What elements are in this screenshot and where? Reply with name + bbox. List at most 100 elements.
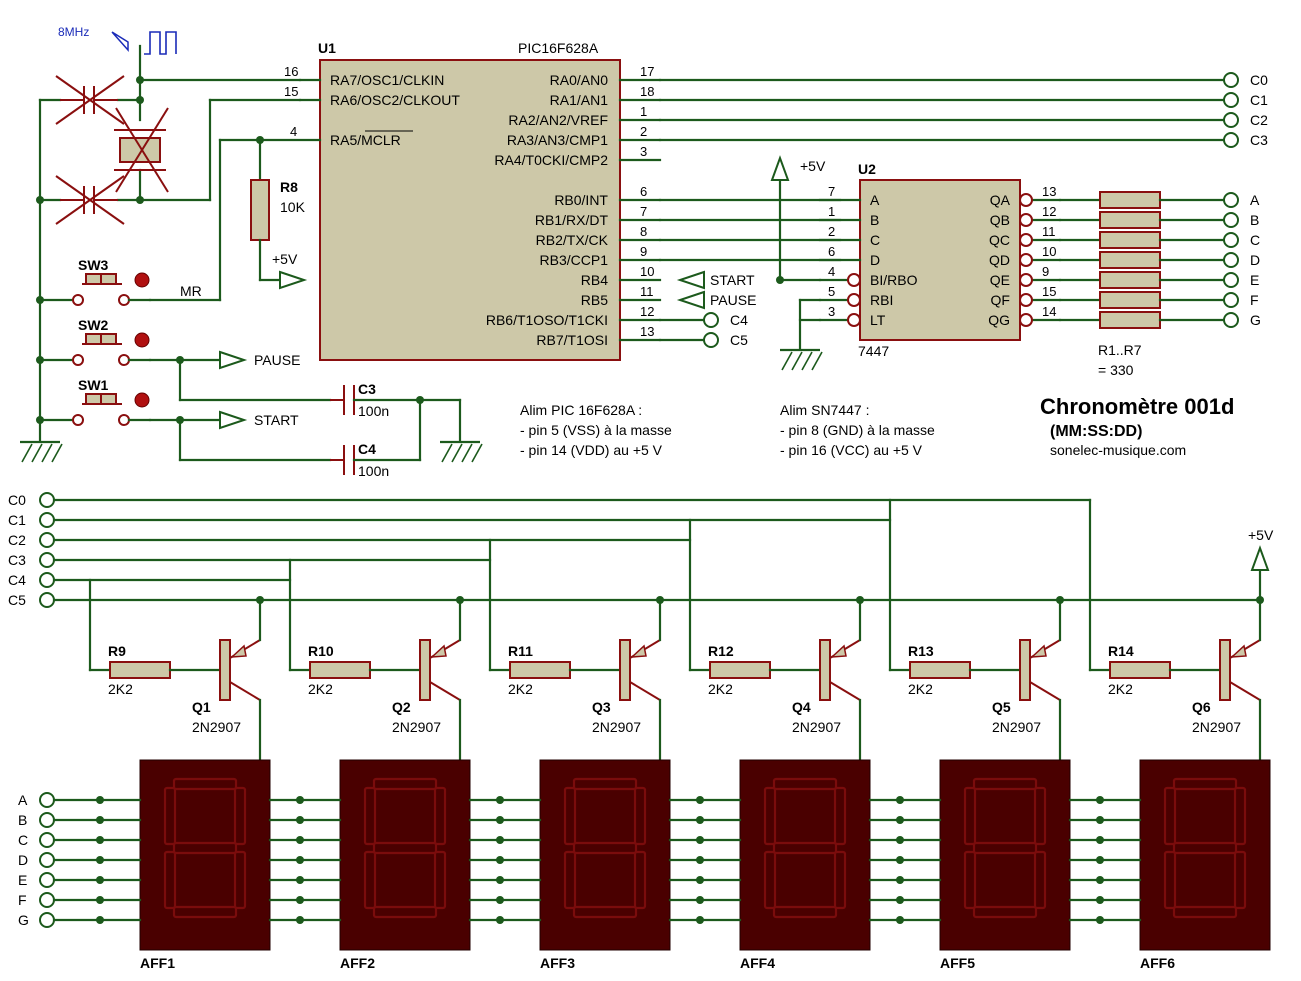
transistor-base xyxy=(819,639,831,701)
display-segment xyxy=(772,777,838,791)
terminal xyxy=(1223,272,1239,288)
u2-pin-num: 1 xyxy=(828,204,835,219)
r8-supply-label: +5V xyxy=(272,251,298,267)
terminal xyxy=(39,512,55,528)
resistor xyxy=(1099,251,1161,269)
display-segment xyxy=(972,777,1038,791)
u1-pin-num: 4 xyxy=(290,124,297,139)
resistor-ref: R13 xyxy=(908,643,934,659)
resistor xyxy=(1099,291,1161,309)
u1-pin-name: RB4 xyxy=(581,272,608,288)
oscillator-network xyxy=(38,44,302,225)
u2-pin-name: C xyxy=(870,232,880,248)
terminal xyxy=(39,532,55,548)
display-segment xyxy=(572,777,638,791)
junction xyxy=(1096,836,1104,844)
debounce-caps: C3 100n C4 100n xyxy=(330,381,483,479)
c3-ref: C3 xyxy=(358,381,376,397)
switch-contact xyxy=(72,414,84,426)
junction xyxy=(696,816,704,824)
col-net-label: C1 xyxy=(1250,92,1268,108)
transistor-ref: Q1 xyxy=(192,699,211,715)
inverter-bubble xyxy=(1019,313,1033,327)
display-segment xyxy=(1233,850,1247,910)
display-segment xyxy=(763,786,777,846)
u1-pin-name: RB2/TX/CK xyxy=(536,232,609,248)
junction xyxy=(256,596,264,604)
transistor-type: 2N2907 xyxy=(1192,719,1241,735)
terminal xyxy=(39,812,55,828)
rb4-net-label: START xyxy=(710,272,755,288)
terminal xyxy=(703,332,719,348)
transistor-type: 2N2907 xyxy=(192,719,241,735)
seg-net-label: F xyxy=(18,892,27,908)
seg-net-label: E xyxy=(1250,272,1259,288)
junction xyxy=(296,876,304,884)
terminal xyxy=(703,312,719,328)
transistor-collector xyxy=(1229,681,1261,701)
terminal xyxy=(39,832,55,848)
supply-arrow xyxy=(1250,545,1270,571)
u1-right-pins: 17RA0/AN018RA1/AN11RA2/AN2/VREF2RA3/AN3/… xyxy=(486,64,1268,348)
u1-pin-name: RA3/AN3/CMP1 xyxy=(507,132,608,148)
inverter-bubble xyxy=(847,293,861,307)
resistor xyxy=(1099,271,1161,289)
display-segment xyxy=(433,850,447,910)
junction xyxy=(96,816,104,824)
seg-net-label: G xyxy=(18,912,29,928)
emitter-arrow xyxy=(229,644,247,658)
clock-frequency-label: 8MHz xyxy=(58,25,89,39)
terminal xyxy=(39,552,55,568)
junction xyxy=(696,876,704,884)
mclr-network: +5V R8 10K MR xyxy=(148,136,308,302)
transistor-type: 2N2907 xyxy=(392,719,441,735)
junction xyxy=(96,796,104,804)
rb5-net-label: PAUSE xyxy=(710,292,756,308)
u2-7447: U2 7447 7A13QA1B12QB2C11QC6D10QD4BI/RBO9… xyxy=(770,155,1062,371)
transistor-base xyxy=(219,639,231,701)
junction xyxy=(696,916,704,924)
display-segment xyxy=(563,786,577,846)
resistor-value: 2K2 xyxy=(508,681,533,697)
switch-contact xyxy=(72,354,84,366)
clock-source: 8MHz xyxy=(58,25,177,55)
junction xyxy=(496,836,504,844)
junction xyxy=(856,596,864,604)
terminal xyxy=(1223,312,1239,328)
mr-net-label: MR xyxy=(180,283,202,299)
switch-indicator xyxy=(134,272,150,288)
seg-net-label: F xyxy=(1250,292,1259,308)
switch-contact xyxy=(118,414,130,426)
transistor-type: 2N2907 xyxy=(792,719,841,735)
inverter-bubble xyxy=(1019,193,1033,207)
transistor-collector xyxy=(629,681,661,701)
base-resistor xyxy=(1109,661,1171,679)
u2-pin-num: 2 xyxy=(828,224,835,239)
u1-pin-name: RB1/RX/DT xyxy=(535,212,609,228)
u1-pin-name: RA4/T0CKI/CMP2 xyxy=(494,152,608,168)
col-net-label: C4 xyxy=(730,312,748,328)
note-line: - pin 8 (GND) à la masse xyxy=(780,422,935,438)
junction xyxy=(656,596,664,604)
emitter-arrow xyxy=(829,644,847,658)
display-segment xyxy=(1233,786,1247,846)
switch-indicator xyxy=(134,392,150,408)
u2-pin-num: 11 xyxy=(1042,224,1056,239)
junction xyxy=(696,836,704,844)
transistor-collector xyxy=(1029,681,1061,701)
u2-pin-num: 3 xyxy=(828,304,835,319)
u2-pin-name: QA xyxy=(990,192,1011,208)
seven-seg-display xyxy=(339,759,471,951)
switch-sw2: SW2 xyxy=(38,317,152,366)
display-segment xyxy=(163,850,177,910)
terminal xyxy=(1223,192,1239,208)
u1-pin-name: RA5/MCLR xyxy=(330,132,401,148)
col-net-label: C5 xyxy=(730,332,748,348)
junction xyxy=(496,876,504,884)
schematic-title: Chronomètre 001d xyxy=(1040,394,1234,419)
junction xyxy=(1096,816,1104,824)
